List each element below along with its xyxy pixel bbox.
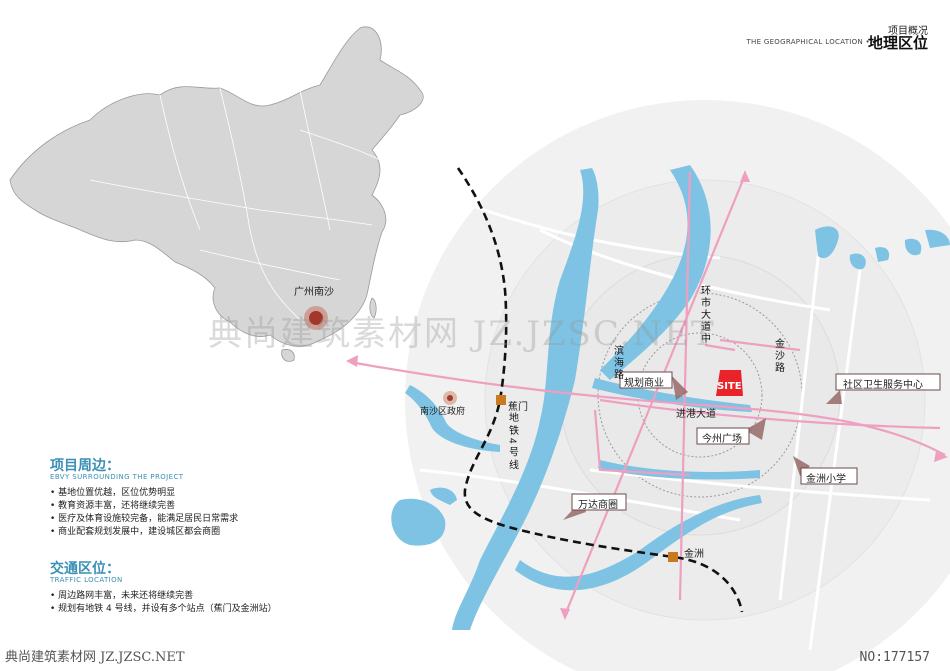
traffic-list: 周边路网丰富，未来还将继续完善 规划有地铁 4 号线，并设有多个站点（蕉门及金洲…: [50, 590, 277, 616]
jinzhou-station-marker: [668, 552, 678, 562]
road-arrow-east: [934, 451, 948, 462]
header-title-small: 项目概况: [888, 26, 928, 37]
metro-line-4: [456, 167, 744, 613]
shequ-pointer: [826, 390, 842, 404]
main-roads: [349, 171, 946, 616]
jiaomen-station-marker: [496, 395, 506, 405]
nansha-marker-label: 广州南沙: [294, 287, 334, 298]
huanshi-road-label: 环市大道中: [699, 285, 711, 345]
guihua-pointer: [672, 376, 688, 400]
jinzhou-plaza-pointer: [745, 418, 766, 440]
traffic-subtitle: TRAFFIC LOCATION: [50, 576, 123, 584]
jinzhou-school-label: 金洲小学: [806, 474, 846, 485]
road-arrow-north: [740, 170, 750, 182]
china-province-borders: [89, 87, 381, 321]
surrounding-list: 基地位置优越，区位优势明显 教育资源丰富，还将继续完善 医疗及体育设施较完备，能…: [50, 487, 238, 539]
shequ-label: 社区卫生服务中心: [843, 380, 923, 391]
list-item: 医疗及体育设施较完备，能满足居民日常需求: [50, 513, 238, 526]
traffic-title: 交通区位：: [50, 561, 120, 577]
site-label: SITE: [717, 381, 742, 392]
jiaomen-station-label: 蕉门: [508, 402, 528, 413]
guihua-box: [619, 371, 673, 389]
watermark: 典尚建筑素材网 JZ.JZSC.NET: [208, 314, 716, 354]
nansha-marker-dot: [309, 311, 323, 325]
jingang-road-label: 进港大道: [676, 409, 716, 420]
jinsha-road-label: 金沙路: [773, 337, 785, 374]
jinzhou-plaza-box: [696, 427, 750, 445]
road-arrow-south: [560, 608, 570, 620]
list-item: 规划有地铁 4 号线，并设有多个站点（蕉门及金洲站）: [50, 603, 276, 616]
header-title-en: THE GEOGRAPHICAL LOCATION •: [746, 38, 870, 46]
jinzhou-station-label: 金洲: [684, 549, 704, 560]
site-block: [716, 370, 743, 396]
list-item: 基地位置优越，区位优势明显: [50, 487, 238, 500]
local-roads: [419, 203, 931, 651]
road-arrow-west: [346, 355, 358, 367]
surrounding-section: 项目周边： EBVY SURROUNDING THE PROJECT 基地位置优…: [50, 455, 238, 539]
dotted-circle-inner: [637, 332, 763, 458]
china-map-silhouette: [9, 26, 424, 347]
surrounding-title: 项目周边：: [50, 458, 120, 474]
footer-site-name: 典尚建筑素材网 JZ.JZSC.NET: [5, 650, 185, 665]
jinzhou-plaza-label: 今州广场: [702, 434, 742, 445]
binhai-road-label: 滨海路: [612, 344, 624, 381]
taiwan-island: [369, 297, 377, 319]
jinzhou-school-box: [800, 467, 858, 485]
list-item: 周边路网丰富，未来还将继续完善: [50, 590, 277, 603]
hainan-island: [281, 349, 295, 362]
shequ-box: [835, 373, 941, 391]
surrounding-subtitle: EBVY SURROUNDING THE PROJECT: [50, 473, 184, 481]
nansha-gov-label: 南沙区政府: [420, 407, 466, 417]
jinzhou-school-pointer: [793, 456, 810, 476]
metro-line-label: 地铁4号线: [507, 411, 519, 473]
guihua-label: 规划商业: [624, 378, 664, 389]
list-item: 教育资源丰富，还将继续完善: [50, 500, 238, 513]
wanda-box: [571, 493, 627, 511]
footer-id: NO:177157: [859, 650, 930, 665]
traffic-section: 交通区位： TRAFFIC LOCATION 周边路网丰富，未来还将继续完善 规…: [50, 558, 277, 616]
wanda-label: 万达商圈: [578, 500, 618, 511]
list-item: 商业配套规划发展中，建设城区都会商圈: [50, 526, 238, 539]
header-title-big: 地理区位: [867, 34, 928, 52]
